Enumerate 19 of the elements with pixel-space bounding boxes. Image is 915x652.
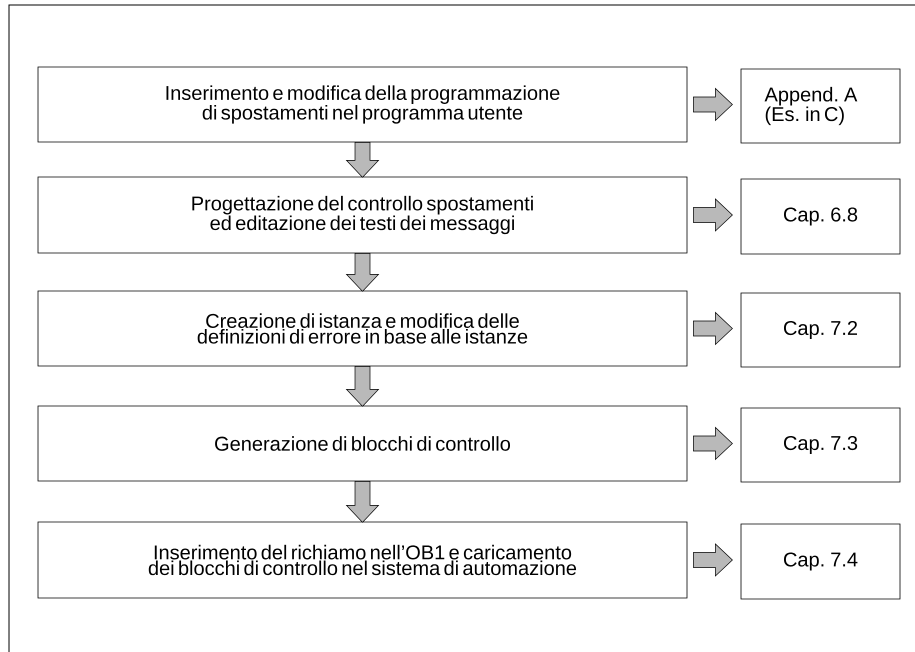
step-box: Inserimento del richiamo nell’OB1 e caricamento dei blocchi di controllo nel sistema di automazione	[38, 522, 688, 598]
step-box: Generazione di blocchi di controllo	[38, 406, 688, 482]
step-box: Creazione di istanza e modifica delle definizioni di errore in base alle istanze	[38, 290, 688, 366]
block-arrow	[346, 481, 380, 523]
reference-box: Cap. 7.3	[740, 408, 900, 482]
reference-box: Cap. 7.4	[740, 524, 900, 600]
block-arrow	[693, 543, 733, 577]
block-arrow	[346, 253, 380, 292]
step-box: Inserimento e modifica della programmazione di spostamenti nel programma utente	[38, 66, 688, 142]
reference-box: Append. A (Es. in C)	[740, 68, 900, 144]
step-box: Progettazione del controllo spostamenti ed editazione dei testi dei messaggi	[38, 176, 688, 254]
block-arrow	[346, 142, 380, 178]
block-arrow	[693, 426, 733, 460]
block-arrow	[346, 366, 380, 407]
reference-box: Cap. 6.8	[740, 178, 900, 254]
block-arrow	[693, 88, 733, 122]
reference-box: Cap. 7.2	[740, 292, 900, 368]
block-arrow	[693, 198, 733, 232]
block-arrow	[693, 312, 733, 346]
